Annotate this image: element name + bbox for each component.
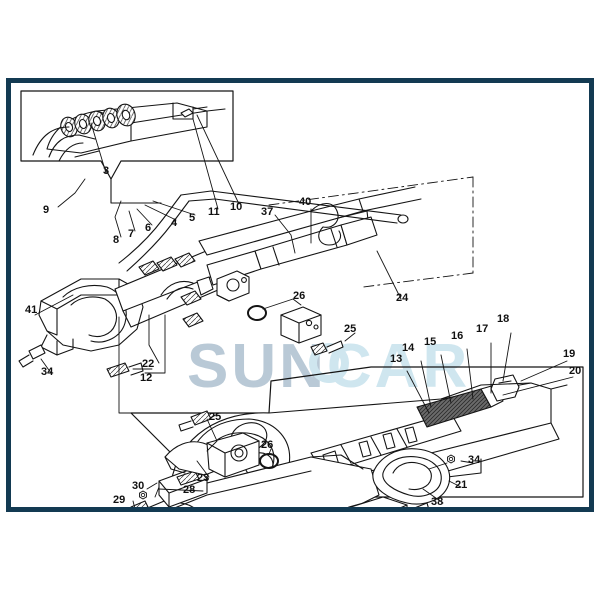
parts-line-drawing [18, 90, 584, 507]
callout-6: 6 [145, 222, 152, 234]
callout-23: 23 [197, 472, 210, 484]
callout-38: 38 [431, 496, 444, 508]
callout-25-lower: 25 [209, 411, 222, 423]
callout-5: 5 [189, 212, 196, 224]
lower-cylinder-assembly [130, 410, 386, 507]
callout-17: 17 [476, 323, 489, 335]
callout-21: 21 [455, 479, 468, 491]
detail-inset-right [130, 332, 584, 498]
callout-40: 40 [299, 196, 312, 208]
callout-10: 10 [230, 201, 243, 213]
diagram-canvas: SUNCAR [11, 83, 589, 507]
callout-12: 12 [140, 372, 153, 384]
callout-20: 20 [569, 365, 582, 377]
callout-30-left: 30 [132, 480, 145, 492]
callout-3: 3 [103, 165, 110, 177]
main-cylinder-assembly [18, 186, 422, 378]
callout-24: 24 [396, 292, 409, 304]
callout-34-rod-eye: 34 [41, 366, 54, 378]
callout-22: 22 [142, 358, 155, 370]
callout-15: 15 [424, 336, 437, 348]
callout-25-upper: 25 [344, 323, 357, 335]
diagram-frame: SUNCAR [6, 78, 594, 512]
callout-14: 14 [402, 342, 415, 354]
callout-34-eye: 34 [468, 454, 481, 466]
callout-9: 9 [43, 204, 50, 216]
callout-26-upper: 26 [293, 290, 306, 302]
callout-28: 28 [183, 484, 196, 496]
callout-37: 37 [261, 206, 274, 218]
callout-13: 13 [390, 353, 403, 365]
callout-16: 16 [451, 330, 464, 342]
callout-18: 18 [497, 313, 510, 325]
callout-19: 19 [563, 348, 576, 360]
callout-8: 8 [113, 234, 120, 246]
callout-4: 4 [171, 217, 178, 229]
right-eye-bushing-group [350, 448, 474, 507]
callout-11: 11 [208, 206, 220, 218]
seal-and-block-group [247, 298, 356, 356]
callout-7: 7 [128, 228, 135, 240]
callout-29-left: 29 [113, 494, 126, 506]
detail-inset-top-left [20, 90, 240, 238]
callout-41: 41 [25, 304, 38, 316]
callout-26-lower: 26 [261, 439, 274, 451]
